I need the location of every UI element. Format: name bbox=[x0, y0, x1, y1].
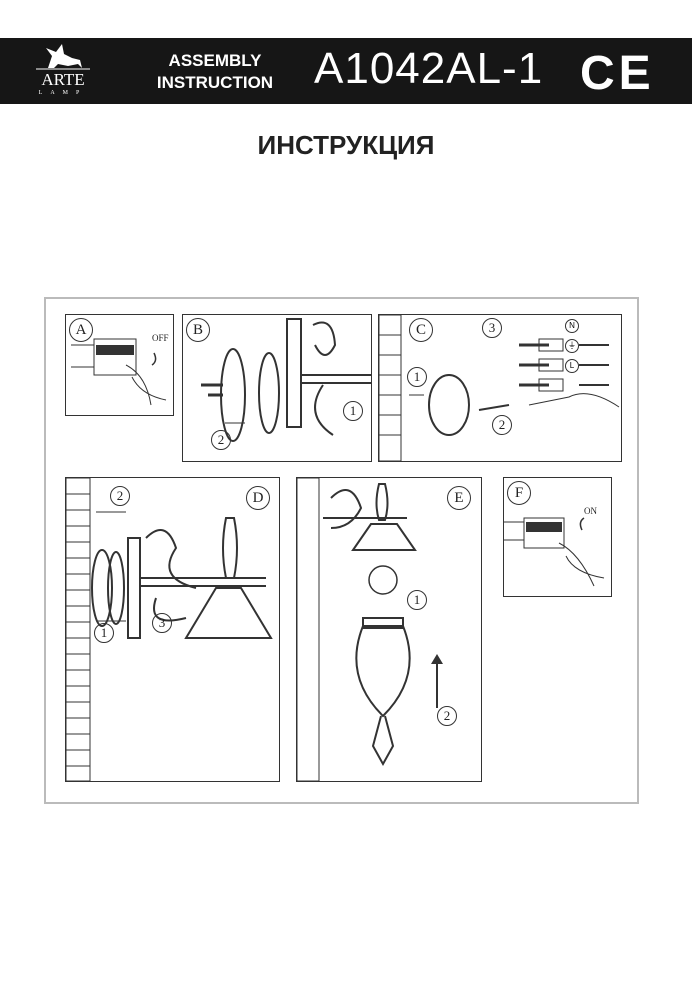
winged-lion-icon bbox=[36, 44, 90, 70]
step-number: 1 bbox=[407, 590, 427, 610]
step-b-panel: B 1 2 bbox=[182, 314, 372, 462]
step-c-panel: C 1 2 3 N ⏚ L bbox=[378, 314, 622, 462]
off-label: OFF bbox=[152, 333, 169, 343]
step-number: 1 bbox=[407, 367, 427, 387]
step-number: 2 bbox=[110, 486, 130, 506]
step-number: 3 bbox=[482, 318, 502, 338]
terminal-label: ⏚ bbox=[565, 339, 579, 353]
step-letter: A bbox=[69, 318, 93, 342]
step-number: 3 bbox=[152, 613, 172, 633]
breaker-switch-on-drawing bbox=[504, 517, 605, 587]
step-a-panel: A OFF bbox=[65, 314, 174, 416]
assembly-line1: ASSEMBLY bbox=[168, 51, 262, 70]
model-number: A1042AL-1 bbox=[314, 44, 544, 93]
step-f-panel: F ON bbox=[503, 477, 612, 597]
step-number: 2 bbox=[211, 430, 231, 450]
assembly-line2: INSTRUCTION bbox=[156, 73, 274, 92]
step-letter: C bbox=[409, 318, 433, 342]
wall-mount-wiring-drawing bbox=[379, 315, 620, 461]
logo-brand: ARTE bbox=[41, 70, 85, 89]
ce-mark: CE bbox=[580, 47, 655, 100]
page-title: ИНСТРУКЦИЯ bbox=[257, 130, 435, 160]
diagram-frame bbox=[44, 297, 639, 804]
step-number: 1 bbox=[94, 623, 114, 643]
step-d-panel: D 2 1 3 bbox=[65, 477, 280, 782]
wall-plate-removal-drawing bbox=[201, 318, 371, 442]
breaker-switch-off-drawing bbox=[71, 338, 167, 406]
header-banner: ARTE LAMP ASSEMBLY INSTRUCTION A1042AL-1… bbox=[0, 38, 692, 104]
step-number: 2 bbox=[492, 415, 512, 435]
step-letter: B bbox=[186, 318, 210, 342]
on-label: ON bbox=[584, 506, 597, 516]
step-letter: F bbox=[507, 481, 531, 505]
step-letter: E bbox=[447, 486, 471, 510]
step-e-panel: E 1 2 bbox=[296, 477, 482, 782]
logo-sub: LAMP bbox=[38, 90, 88, 96]
bulb-and-lantern-drawing bbox=[297, 478, 443, 781]
terminal-label: L bbox=[565, 359, 579, 373]
step-number: 2 bbox=[437, 706, 457, 726]
step-number: 1 bbox=[343, 401, 363, 421]
assembly-instruction-label: ASSEMBLY INSTRUCTION bbox=[150, 50, 280, 94]
step-letter: D bbox=[246, 486, 270, 510]
terminal-label: N bbox=[565, 319, 579, 333]
arte-lamp-logo: ARTE LAMP bbox=[28, 42, 98, 100]
